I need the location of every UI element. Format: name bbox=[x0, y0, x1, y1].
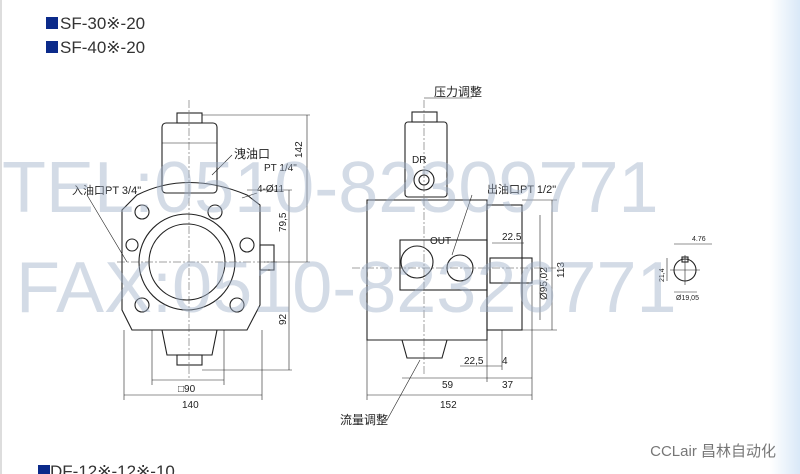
dim-90: □90 bbox=[178, 384, 196, 395]
key-width-dim: 4.76 bbox=[692, 236, 706, 243]
edge-gradient bbox=[770, 0, 800, 474]
side-view bbox=[352, 97, 562, 421]
dim-37: 37 bbox=[502, 380, 514, 391]
dim-22-5-bottom: 22,5 bbox=[464, 356, 484, 367]
model-title-2-text: SF-40※-20 bbox=[60, 38, 146, 57]
dim-59: 59 bbox=[442, 380, 454, 391]
drain-pt-label: PT 1/4" bbox=[264, 163, 297, 174]
dim-142: 142 bbox=[294, 141, 305, 158]
brand-watermark: CCLair 昌林自动化 bbox=[650, 443, 776, 460]
next-model-title-text: DF-12※-12※-10 bbox=[50, 462, 175, 474]
inlet-label: 入油口PT 3/4" bbox=[72, 183, 141, 197]
dim-79-5: 79,5 bbox=[278, 212, 289, 232]
shaft-section bbox=[666, 243, 712, 293]
drain-port-label: 洩油口 bbox=[234, 147, 270, 161]
outlet-label: 出油口PT 1/2" bbox=[487, 182, 556, 196]
dim-95: Ø95,02 bbox=[539, 267, 550, 300]
dim-113: 113 bbox=[556, 262, 567, 278]
watermark-fax: FAX:0510-82326771 bbox=[16, 248, 677, 328]
dim-92: 92 bbox=[278, 313, 289, 325]
next-model-title: DF-12※-12※-10 bbox=[38, 462, 175, 474]
watermark-tel: TEL:0510-82309771 bbox=[2, 148, 659, 228]
model-title-1-text: SF-30※-20 bbox=[60, 14, 146, 33]
front-view bbox=[86, 100, 310, 400]
key-height-dim: 21,4 bbox=[659, 268, 666, 282]
dim-140: 140 bbox=[182, 400, 199, 411]
dr-label: DR bbox=[412, 155, 426, 166]
pressure-adjust-label: 压力调整 bbox=[434, 84, 482, 99]
shaft-diameter-dim: Ø19,05 bbox=[676, 295, 699, 302]
flow-adjust-label: 流量调整 bbox=[340, 412, 388, 427]
bolts-label: 4-Ø11 bbox=[257, 184, 284, 195]
model-title-2: SF-40※-20 bbox=[46, 38, 145, 58]
out-label: OUT bbox=[430, 236, 451, 247]
model-title-1: SF-30※-20 bbox=[46, 14, 145, 34]
dim-4: 4 bbox=[502, 356, 508, 367]
dim-22-5-top: 22.5 bbox=[502, 232, 522, 243]
dim-152: 152 bbox=[440, 400, 457, 411]
